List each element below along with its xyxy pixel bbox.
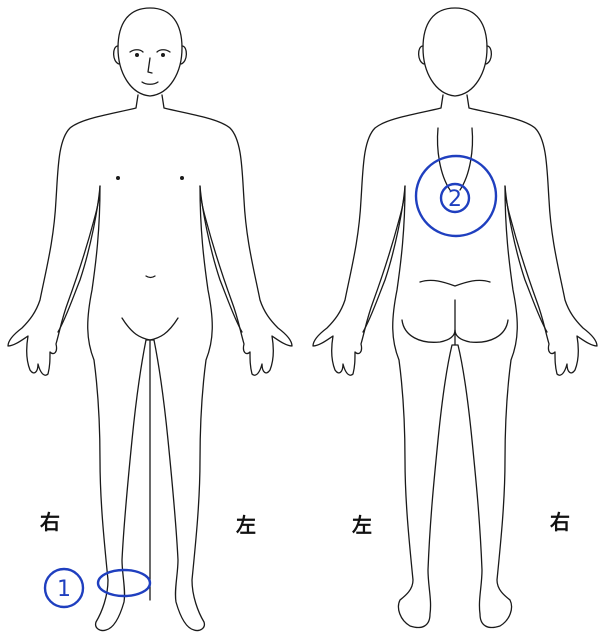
marker-1-number: 1 <box>57 577 71 602</box>
front-right-side-label: 右 <box>40 512 60 532</box>
marker-2: 2 <box>416 156 496 236</box>
marker-2-number: 2 <box>448 187 462 212</box>
front-head <box>118 8 182 96</box>
front-body-figure <box>8 8 292 631</box>
back-body-outline <box>313 95 597 628</box>
back-left-side-label: 左 <box>352 515 372 535</box>
front-left-side-label: 左 <box>236 515 256 535</box>
back-right-side-label: 右 <box>550 512 570 532</box>
marker-1: 1 <box>45 569 150 607</box>
back-head <box>423 8 487 96</box>
